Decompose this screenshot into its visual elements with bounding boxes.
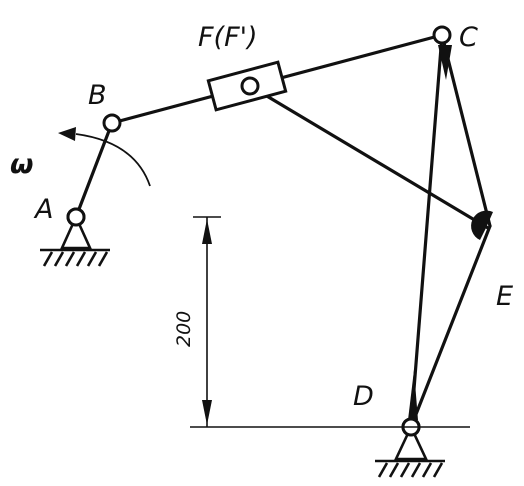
- label-omega: ω: [10, 149, 33, 180]
- ground-support-d: [375, 423, 445, 478]
- link-cd: [409, 33, 444, 429]
- label-a: A: [33, 194, 53, 225]
- dimension-arrows: [202, 219, 212, 425]
- joint-b: [102, 113, 122, 133]
- label-d: D: [353, 381, 374, 412]
- label-c: C: [459, 22, 478, 53]
- label-f: F(F'): [198, 22, 258, 53]
- dimension-label: 200: [173, 311, 195, 347]
- link-fe: [248, 84, 490, 230]
- dimension-line: [190, 216, 470, 428]
- label-e: E: [496, 281, 513, 312]
- joint-a-top: [66, 207, 86, 227]
- joint-c: [432, 25, 452, 45]
- label-b: B: [88, 80, 107, 111]
- joint-f: [240, 76, 260, 96]
- link-ab: [74, 121, 114, 219]
- ground-support-a: [40, 213, 110, 267]
- link-ce: [440, 33, 492, 228]
- omega-arrow: [58, 127, 151, 187]
- link-ed: [409, 224, 492, 429]
- weld-fillets: [408, 45, 493, 420]
